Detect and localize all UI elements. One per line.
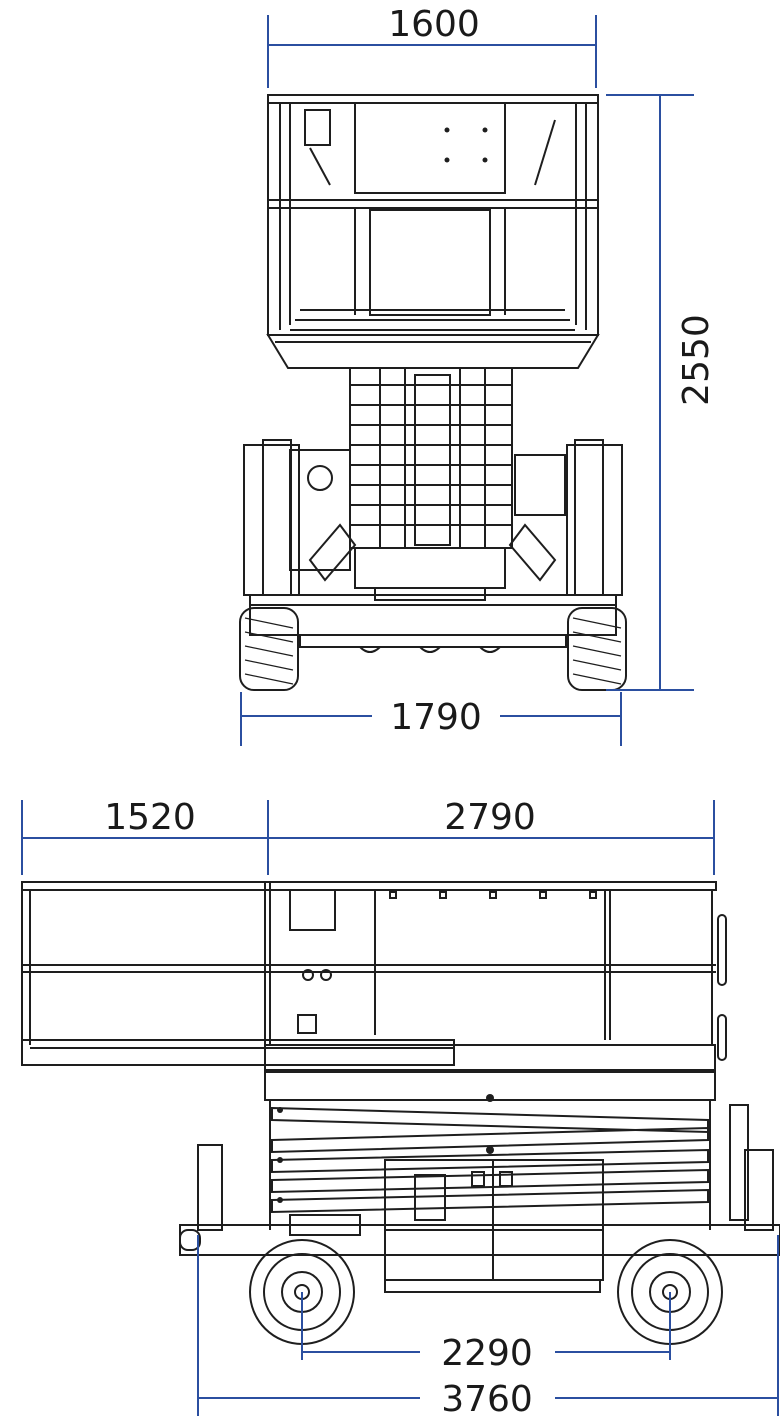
front-chassis — [243, 439, 623, 653]
dim-extension-deck: 1520 — [104, 797, 196, 838]
front-scissor-stack — [349, 367, 513, 549]
side-chassis — [179, 1104, 780, 1293]
dimension-labels: 1600 2550 1790 1520 2790 2290 3760 — [104, 4, 717, 1416]
dim-platform-width: 1600 — [388, 4, 480, 45]
side-view — [21, 800, 780, 1416]
side-dimension-lines — [21, 800, 779, 1416]
front-wheels — [239, 607, 627, 691]
side-scissor-arms — [264, 1071, 716, 1230]
side-platform — [21, 881, 727, 1071]
front-dimension-lines — [240, 15, 694, 746]
dim-platform-length: 2790 — [444, 797, 536, 838]
dim-overall-length: 3760 — [441, 1379, 533, 1416]
dim-chassis-width: 1790 — [390, 697, 482, 738]
dim-wheelbase: 2290 — [441, 1333, 533, 1374]
front-view — [239, 15, 694, 746]
front-platform — [266, 94, 600, 369]
dim-overall-height: 2550 — [676, 314, 717, 406]
